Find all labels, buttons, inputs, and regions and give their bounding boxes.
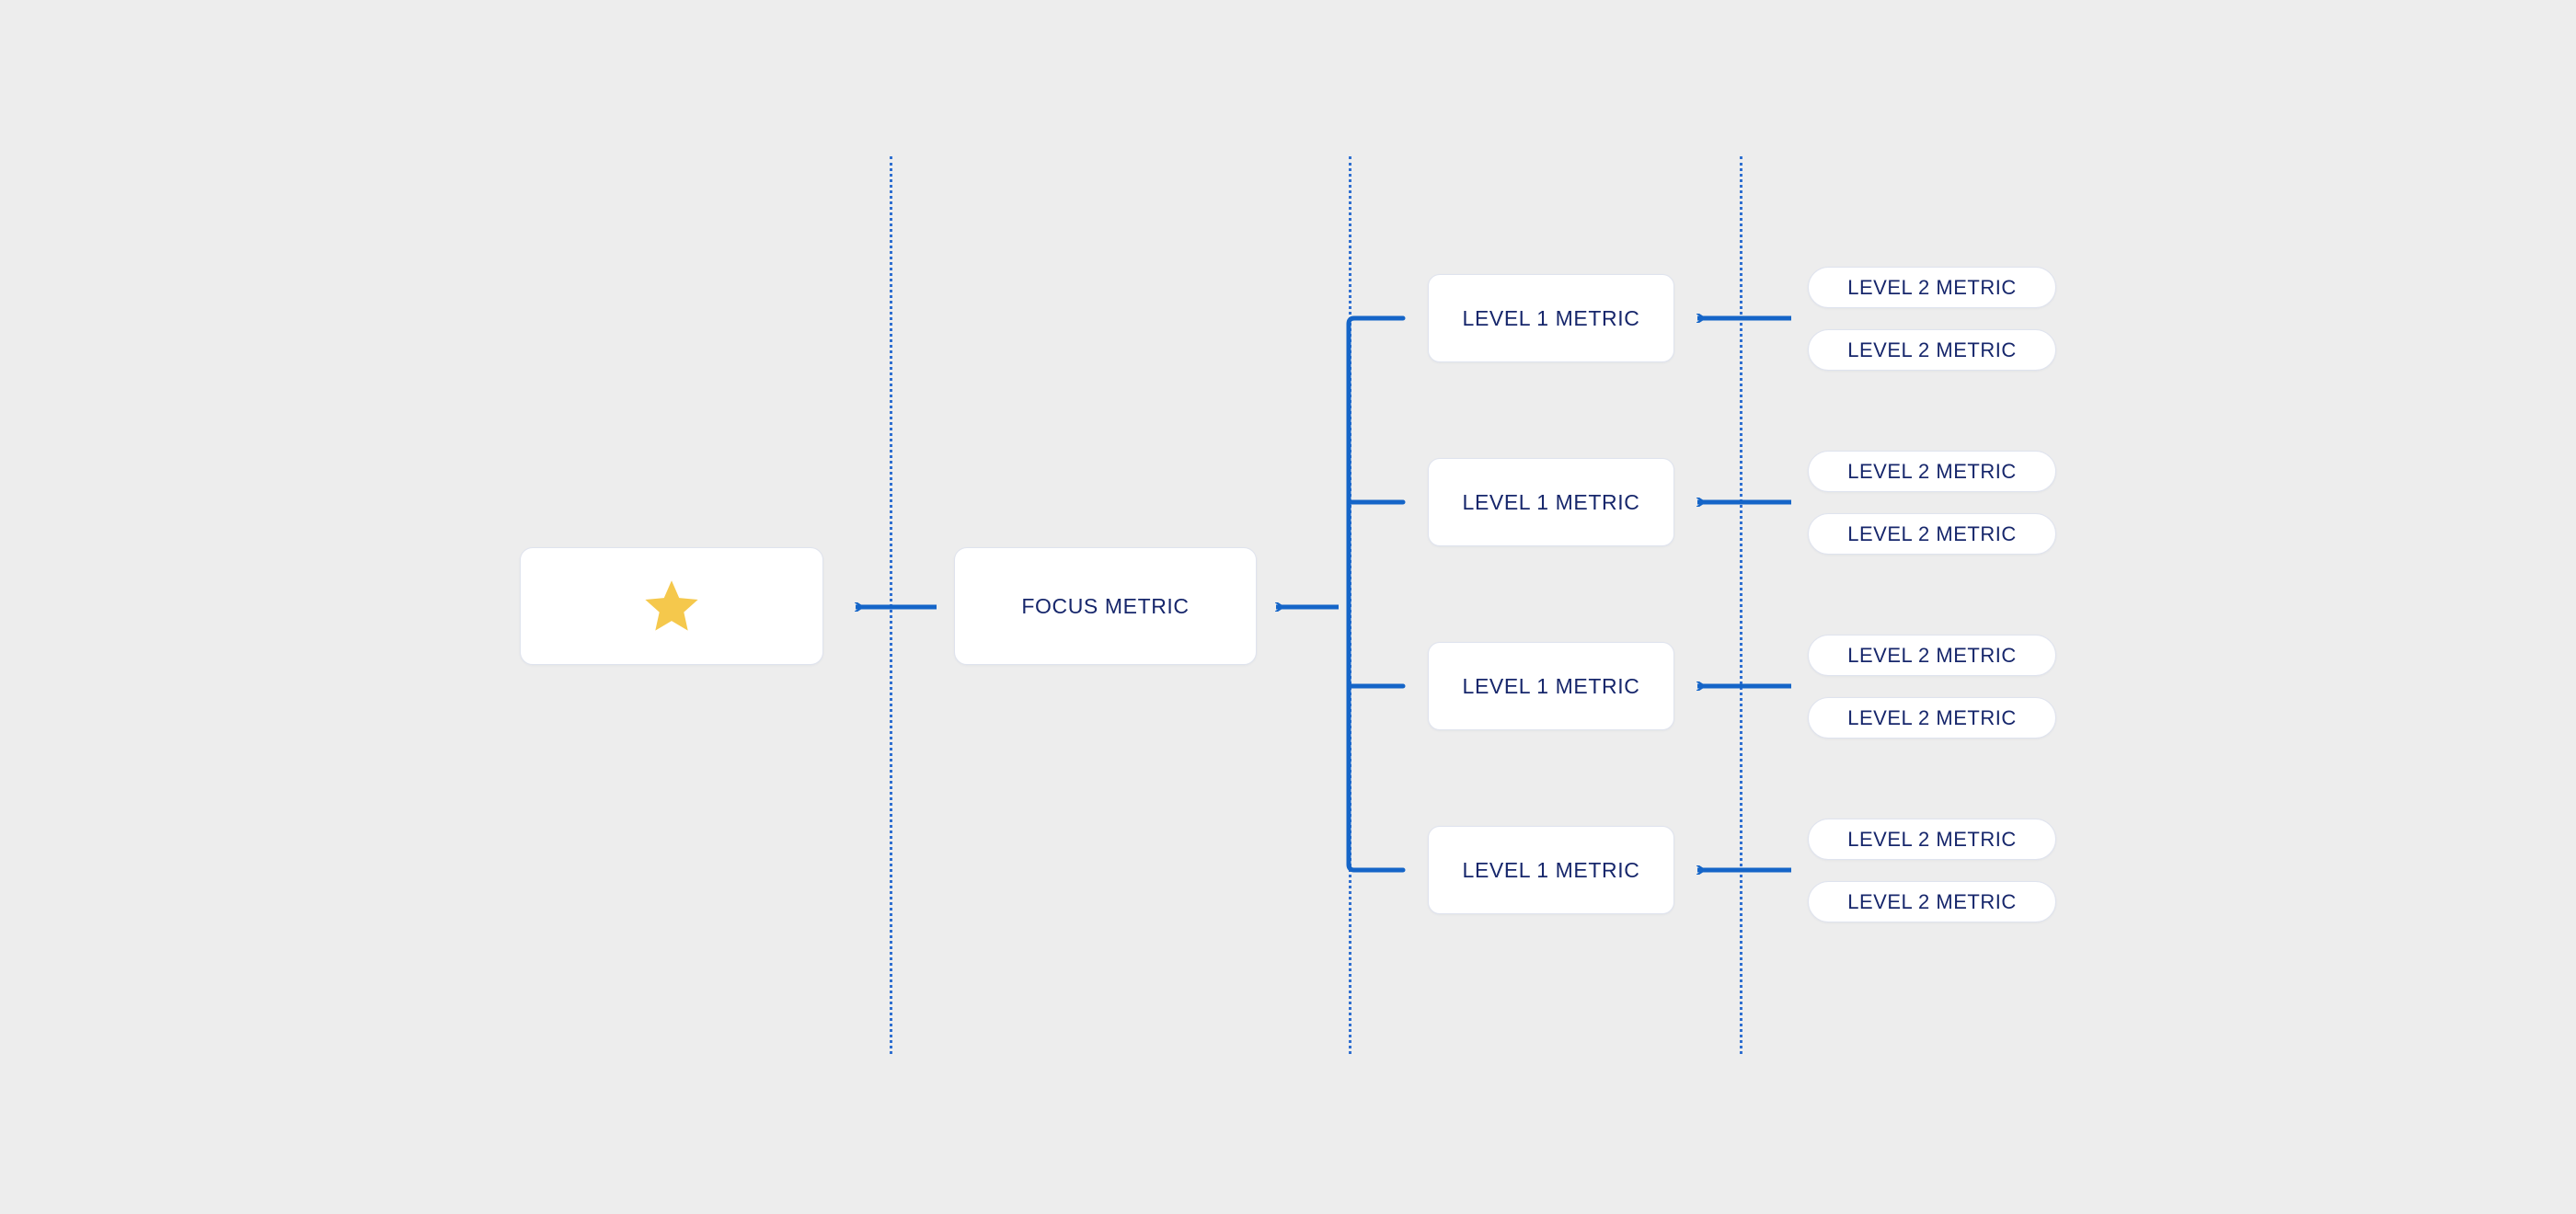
level2-pill-3[interactable]: LEVEL 2 METRIC — [1808, 513, 2056, 555]
level2-pill-label: LEVEL 2 METRIC — [1847, 459, 2017, 483]
level2-pill-5[interactable]: LEVEL 2 METRIC — [1808, 697, 2056, 739]
level1-card-1[interactable]: LEVEL 1 METRIC — [1428, 458, 1674, 546]
level2-pill-label: LEVEL 2 METRIC — [1847, 705, 2017, 729]
focus-metric-card[interactable]: FOCUS METRIC — [954, 547, 1257, 665]
level2-pill-2[interactable]: LEVEL 2 METRIC — [1808, 451, 2056, 492]
star-card[interactable] — [520, 547, 823, 665]
level2-pill-1[interactable]: LEVEL 2 METRIC — [1808, 329, 2056, 371]
level1-trunk — [1346, 315, 1406, 873]
level2-pill-4[interactable]: LEVEL 2 METRIC — [1808, 635, 2056, 676]
focus-metric-label: FOCUS METRIC — [1021, 593, 1190, 618]
level1-card-label: LEVEL 1 METRIC — [1462, 489, 1640, 514]
level2-pill-label: LEVEL 2 METRIC — [1847, 889, 2017, 913]
level1-card-label: LEVEL 1 METRIC — [1462, 305, 1640, 330]
level1-card-2[interactable]: LEVEL 1 METRIC — [1428, 642, 1674, 730]
guide-line-1 — [890, 156, 892, 1054]
star-icon — [645, 580, 698, 631]
guide-line-2 — [1349, 156, 1351, 1054]
level1-card-label: LEVEL 1 METRIC — [1462, 857, 1640, 882]
level1-card-3[interactable]: LEVEL 1 METRIC — [1428, 826, 1674, 914]
level2-pill-0[interactable]: LEVEL 2 METRIC — [1808, 267, 2056, 308]
level1-card-0[interactable]: LEVEL 1 METRIC — [1428, 274, 1674, 362]
level2-pill-6[interactable]: LEVEL 2 METRIC — [1808, 819, 2056, 860]
level2-pill-label: LEVEL 2 METRIC — [1847, 275, 2017, 299]
level2-pill-label: LEVEL 2 METRIC — [1847, 827, 2017, 851]
level2-pill-label: LEVEL 2 METRIC — [1847, 338, 2017, 361]
level1-card-label: LEVEL 1 METRIC — [1462, 673, 1640, 698]
level2-pill-label: LEVEL 2 METRIC — [1847, 643, 2017, 667]
guide-line-3 — [1740, 156, 1742, 1054]
level2-pill-7[interactable]: LEVEL 2 METRIC — [1808, 881, 2056, 922]
level2-pill-label: LEVEL 2 METRIC — [1847, 521, 2017, 545]
